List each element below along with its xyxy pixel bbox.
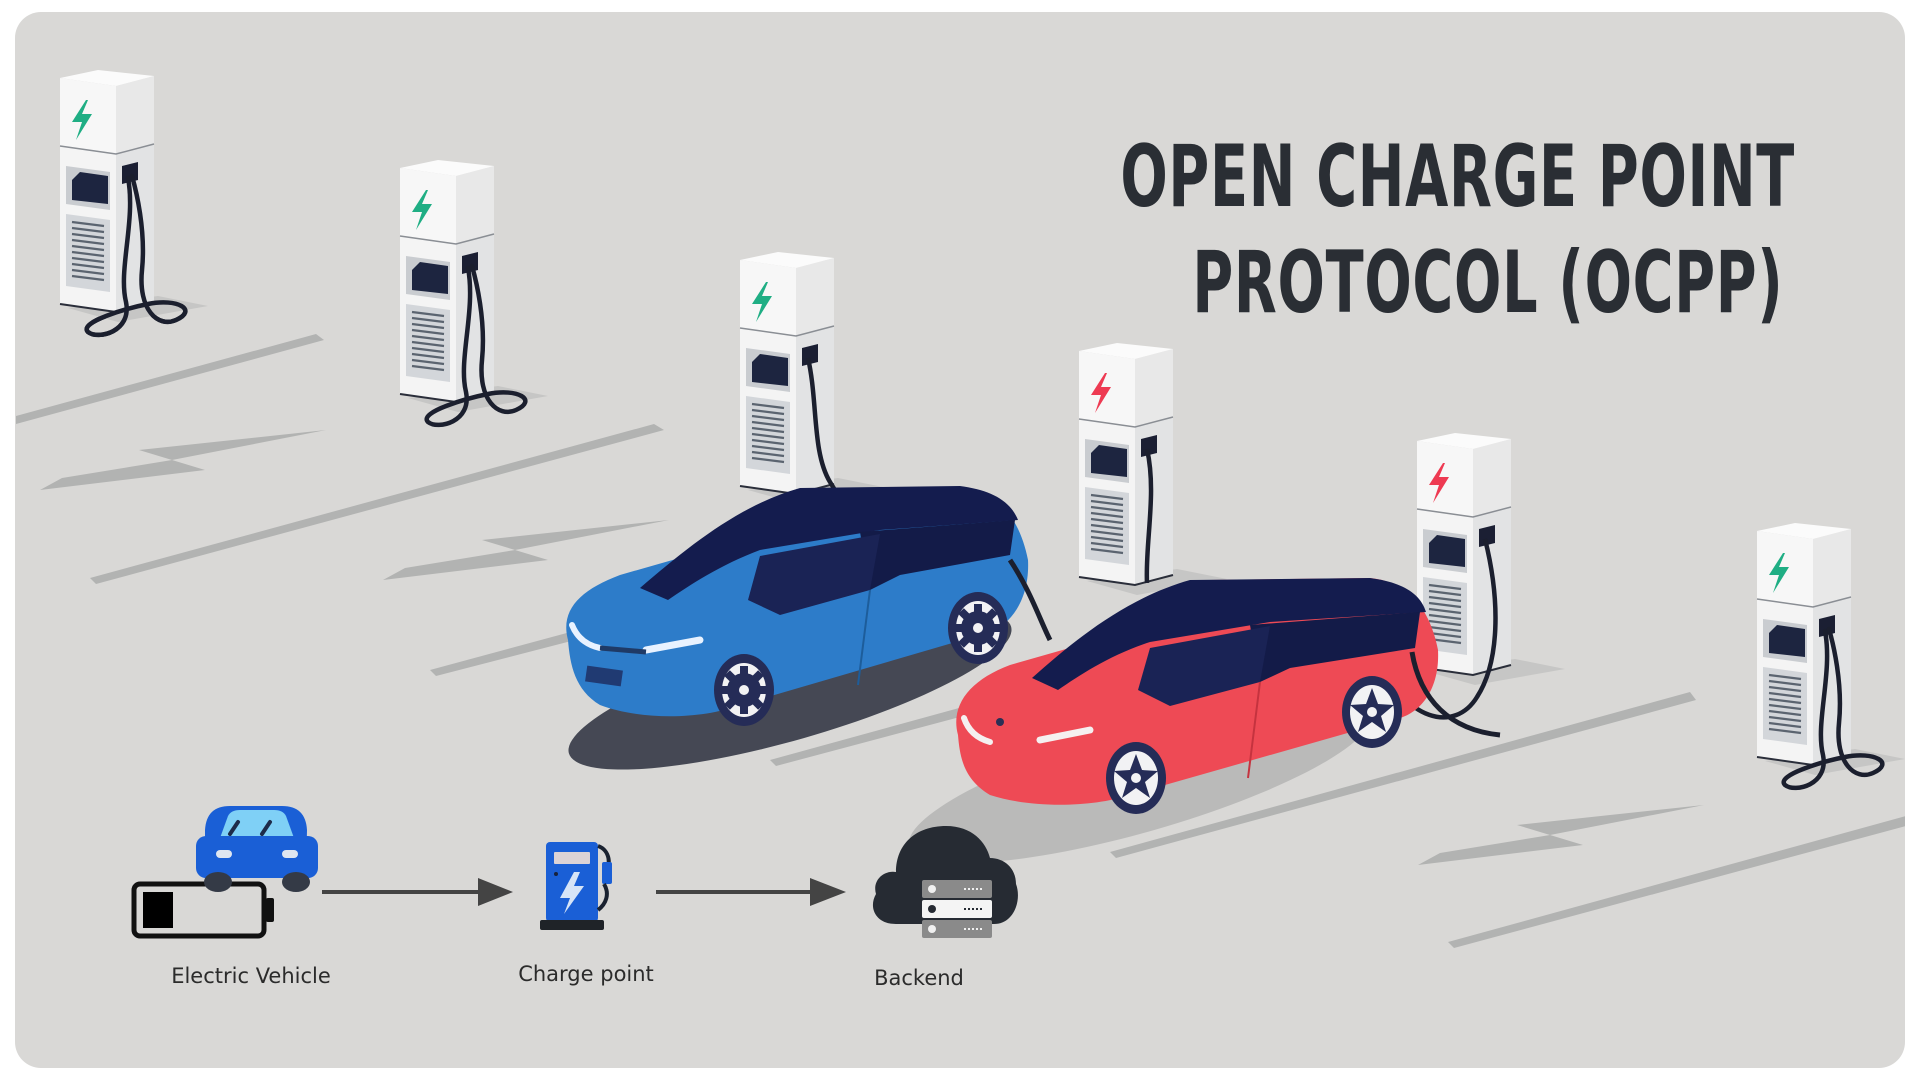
title-line-1: OPEN CHARGE POINT	[1120, 127, 1795, 227]
blue-car	[566, 486, 1053, 770]
red-car	[908, 578, 1501, 863]
cloud-server-icon	[872, 826, 1018, 938]
parking-scene	[16, 68, 1905, 948]
charging-station-6	[1755, 521, 1905, 788]
title-line-2: PROTOCOL (OCPP)	[1192, 233, 1784, 333]
charging-station-4	[1077, 341, 1229, 597]
diagram-card: OPEN CHARGE POINT PROTOCOL (OCPP) Electr…	[15, 12, 1905, 1068]
label-electric-vehicle: Electric Vehicle	[171, 964, 331, 988]
charging-station-icon	[540, 842, 612, 930]
arrow-right-icon-2	[656, 878, 846, 906]
charging-station-1	[58, 68, 210, 335]
label-backend: Backend	[874, 966, 964, 990]
parking-lines	[16, 334, 1905, 948]
car-battery-icon	[131, 806, 318, 939]
charging-station-2	[398, 158, 550, 425]
label-charge-point: Charge point	[518, 962, 654, 986]
arrow-right-icon-1	[322, 878, 513, 906]
page-title: OPEN CHARGE POINT PROTOCOL (OCPP)	[1120, 124, 1795, 336]
